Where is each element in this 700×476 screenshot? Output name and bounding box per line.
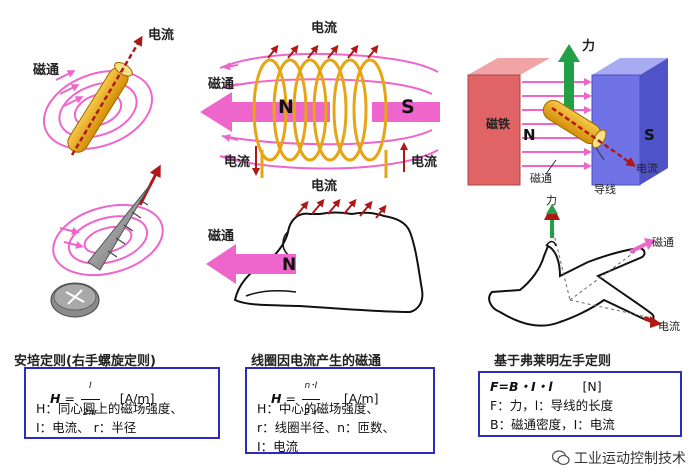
current-label-magnet: 电流 xyxy=(636,161,658,175)
force-label: 力 xyxy=(582,38,595,54)
screw-cross-slot xyxy=(65,289,85,305)
current-label-left: 电流 xyxy=(224,154,250,170)
coil-desc-3: I：电流 xyxy=(257,439,299,454)
formula-fleming: F=B・I・l [N] xyxy=(490,379,602,394)
fleming-desc-2: B：磁通密度，I：电流 xyxy=(490,417,615,432)
hand-flux-arrow-3 xyxy=(644,238,656,250)
magnet-label: 磁铁 xyxy=(485,116,510,131)
coil-N-label: N xyxy=(278,96,294,118)
screw-figure xyxy=(50,164,164,318)
wechat-icon xyxy=(552,450,570,466)
coil-S-label: S xyxy=(401,96,415,118)
coil-figure: N S 电流 磁通 电流 电流 电流 xyxy=(200,20,440,194)
ampere-desc-2: I：电流、 r：半径 xyxy=(36,420,137,435)
flux-label-1: 磁通 xyxy=(33,62,59,78)
panel-title-ampere: 安培定则(右手螺旋定则) xyxy=(14,354,156,369)
current-label-right: 电流 xyxy=(411,154,437,170)
current-label-top: 电流 xyxy=(311,20,337,36)
hand-flux-arrow xyxy=(206,244,296,284)
watermark: 工业运动控制技术 xyxy=(552,448,686,468)
hand-current-arrow xyxy=(650,316,662,328)
current-arrow xyxy=(70,35,143,156)
panel-title-fleming: 基于弗莱明左手定则 xyxy=(494,354,612,369)
flux-label-magnet: 磁通 xyxy=(530,172,552,185)
fleming-desc-1: F：力，l：导线的长度 xyxy=(490,398,614,413)
magnet-N-label: N xyxy=(523,126,536,144)
flux-label-3: 磁通 xyxy=(208,228,234,244)
formula-box-fleming: F=B・I・l [N] F：力，l：导线的长度 B：磁通密度，I：电流 xyxy=(478,371,682,437)
flux-arrows xyxy=(55,70,84,107)
hand-N-label: N xyxy=(282,255,296,275)
left-hand-figure: 力 磁通 电流 xyxy=(488,194,680,333)
magnet-S-label: S xyxy=(644,126,655,144)
watermark-text: 工业运动控制技术 xyxy=(574,451,686,467)
hand-current-label: 电流 xyxy=(658,319,680,333)
wire-rod xyxy=(67,62,133,153)
hand-force-label: 力 xyxy=(546,194,557,207)
field-circles xyxy=(42,70,154,150)
coil-loops xyxy=(252,58,388,162)
magnet-north-block xyxy=(467,74,521,186)
coil-flux-arrow xyxy=(200,92,330,132)
screw-shaft xyxy=(87,184,151,271)
straight-wire-figure: 电流 磁通 xyxy=(33,27,174,156)
current-label-1: 电流 xyxy=(148,27,174,43)
ampere-desc-1: H：同心圆上的磁场强度、 xyxy=(36,401,183,416)
flux-label-2: 磁通 xyxy=(208,76,234,92)
force-arrow xyxy=(558,44,580,62)
panel-title-coil: 线圈因电流产生的磁通 xyxy=(251,354,382,369)
magnet-figure: 磁铁 N S 力 磁通 导线 电流 xyxy=(467,38,668,196)
current-label-bottom: 电流 xyxy=(311,178,337,194)
wire-label: 导线 xyxy=(594,182,616,196)
hand-flux-label: 磁通 xyxy=(652,236,674,249)
right-hand-figure: N 磁通 xyxy=(206,198,424,314)
coil-desc-1: H：中心的磁场强度、 xyxy=(257,401,379,416)
coil-desc-2: r：线圈半径、n：匝数、 xyxy=(257,420,396,435)
magnet-current-arrow xyxy=(551,106,637,167)
